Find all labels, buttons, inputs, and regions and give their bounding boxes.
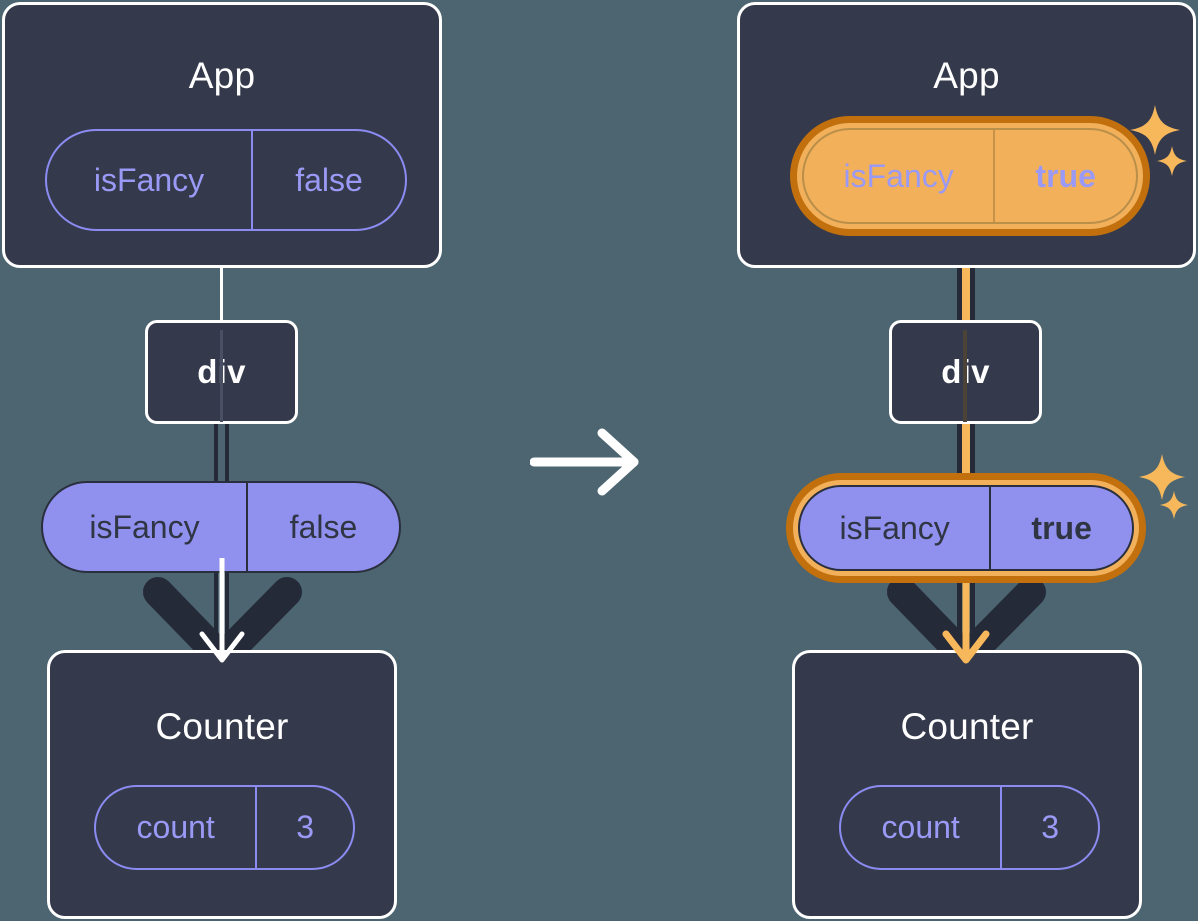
state-pill-value: false xyxy=(251,131,405,229)
state-pill-isfancy-after[interactable]: isFancy true xyxy=(802,128,1138,224)
connector-pill-to-counter-left-b xyxy=(225,560,229,668)
connector-pill-to-counter-right-a xyxy=(957,560,962,670)
prop-pill-value: true xyxy=(989,487,1132,569)
connector-app-to-div-left xyxy=(220,262,223,324)
connector-pill-to-counter-left-a xyxy=(214,560,218,668)
prop-pill-isfancy-after-highlight[interactable]: isFancy true xyxy=(786,473,1146,583)
connector-div-to-pill-right-core xyxy=(962,420,970,492)
state-pill-isfancy-after-highlight[interactable]: isFancy true xyxy=(790,116,1150,236)
count-pill-value: 3 xyxy=(255,787,353,868)
state-pill-value: true xyxy=(993,130,1136,222)
app-card-title: App xyxy=(188,55,256,96)
app-card-before[interactable]: App isFancy false xyxy=(2,2,442,268)
count-pill-key: count xyxy=(881,809,960,845)
connector-through-div-left xyxy=(220,330,223,422)
state-pill-isfancy-before[interactable]: isFancy false xyxy=(45,129,407,231)
count-pill-key: count xyxy=(136,809,215,845)
state-pill-key: isFancy xyxy=(93,161,205,198)
arrow-down-icon-left xyxy=(199,558,245,663)
counter-card-title: Counter xyxy=(900,706,1034,747)
sparkle-icon-small-app xyxy=(1157,146,1187,176)
connector-app-to-div-right-a xyxy=(957,225,962,325)
sparkle-icon-large-prop xyxy=(1138,453,1186,501)
counter-card-before[interactable]: Counter count 3 xyxy=(47,650,397,919)
state-pill-count-after[interactable]: count 3 xyxy=(839,785,1100,870)
count-pill-value: 3 xyxy=(1000,787,1098,868)
app-card-title: App xyxy=(933,55,1000,96)
state-pill-count-before[interactable]: count 3 xyxy=(94,785,355,870)
connector-pill-to-counter-right-b xyxy=(970,560,975,670)
connector-through-div-right xyxy=(963,330,967,422)
connector-div-to-pill-right-b xyxy=(970,420,975,492)
connector-app-to-div-right-core xyxy=(962,225,970,325)
transition-right-arrow-icon xyxy=(530,428,639,496)
sparkle-icon-small-prop xyxy=(1159,490,1189,520)
prop-pill-key: isFancy xyxy=(89,508,200,545)
state-pill-key: isFancy xyxy=(843,157,954,194)
connector-div-to-pill-right-a xyxy=(957,420,962,492)
sparkle-icon-large-app xyxy=(1130,105,1180,155)
prop-pill-key: isFancy xyxy=(839,509,950,546)
connector-div-to-pill-left-b xyxy=(225,420,229,490)
counter-card-after[interactable]: Counter count 3 xyxy=(792,650,1142,919)
prop-pill-isfancy-after[interactable]: isFancy true xyxy=(798,485,1134,571)
connector-div-to-pill-left-a xyxy=(214,420,218,490)
prop-pill-value: false xyxy=(245,483,399,571)
connector-app-to-div-right-b xyxy=(970,225,975,325)
counter-card-title: Counter xyxy=(155,706,289,747)
